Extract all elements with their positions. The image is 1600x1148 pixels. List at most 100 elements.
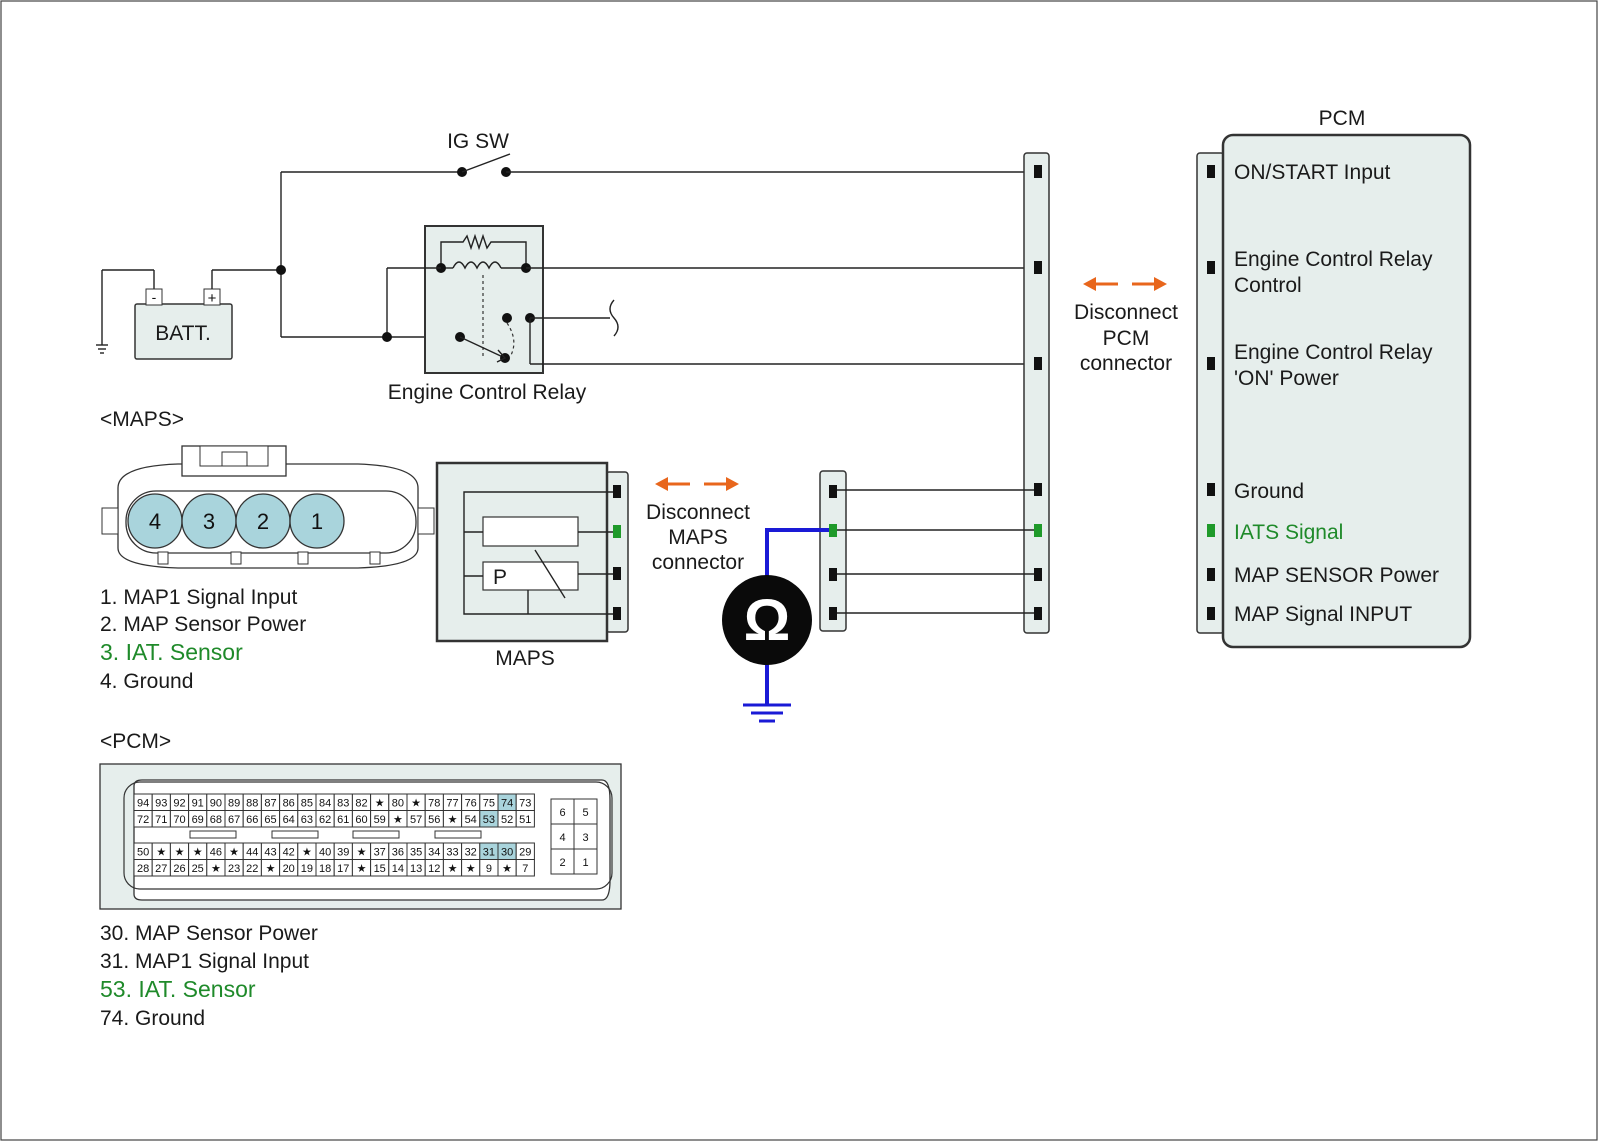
pcm-pin-number: 35 xyxy=(410,847,422,859)
pcm-pin-number: 76 xyxy=(465,798,477,810)
pcm-pin-number: ★ xyxy=(266,863,276,875)
pcm-pin-number: 23 xyxy=(228,863,240,875)
pcm-terminal-label: IATS Signal xyxy=(1234,521,1343,544)
pcm-pin-number: 63 xyxy=(301,814,313,826)
maps-legend-item: 3. IAT. Sensor xyxy=(100,639,243,665)
pcm-pin-number: 73 xyxy=(519,798,531,810)
pcm-pin-cell xyxy=(515,859,535,877)
pcm-pin-number: 82 xyxy=(355,798,367,810)
pcm-pin-number: 33 xyxy=(446,847,458,859)
pcm-pin-number: 18 xyxy=(319,863,331,875)
maps-heading: <MAPS> xyxy=(100,408,184,431)
pcm-pin-number: 9 xyxy=(486,863,492,875)
pcm-pin-number: ★ xyxy=(393,814,403,826)
pcm-pin-number: 56 xyxy=(428,814,440,826)
maps-p-label: P xyxy=(493,566,507,589)
pcm-pin-number: 77 xyxy=(446,798,458,810)
disconnect-pcm-line2: PCM xyxy=(1103,327,1150,350)
battery-label: BATT. xyxy=(155,322,211,345)
pcm-pin-number: 26 xyxy=(173,863,185,875)
pcm-pin-number: 80 xyxy=(392,798,404,810)
pcm-pin-number: 92 xyxy=(173,798,185,810)
pcm-pin-number: ★ xyxy=(466,863,476,875)
pcm-pin-number: 12 xyxy=(428,863,440,875)
pcm-pin-number: 36 xyxy=(392,847,404,859)
junction-dot xyxy=(382,332,392,342)
pcm-pin-number: 94 xyxy=(137,798,149,810)
pcm-pin-number: 37 xyxy=(374,847,386,859)
pcm-pin-number: 7 xyxy=(522,863,528,875)
pcm-pin-number: 40 xyxy=(319,847,331,859)
pcm-pin-number: 25 xyxy=(192,863,204,875)
pcm-pin-number: 91 xyxy=(192,798,204,810)
maps-box-label: MAPS xyxy=(495,647,555,670)
pcm-pin-number: 17 xyxy=(337,863,349,875)
maps-pin-1 xyxy=(289,493,345,549)
pcm-pin-number: ★ xyxy=(175,847,185,859)
maps-harness-connector xyxy=(819,470,847,632)
pcm-pin-number: ★ xyxy=(375,798,385,810)
pcm-pin-number: 93 xyxy=(155,798,167,810)
pcm-pin-number: 14 xyxy=(392,863,404,875)
pcm-pin-number: ★ xyxy=(448,863,458,875)
maps-pin-number: 3 xyxy=(203,509,215,534)
pcm-pin-number: 13 xyxy=(410,863,422,875)
pcm-pin-number: 71 xyxy=(155,814,167,826)
pcm-module xyxy=(1221,133,1472,649)
pcm-key-slot xyxy=(352,830,400,839)
pcm-pin-number: 52 xyxy=(501,814,513,826)
ohm-symbol: Ω xyxy=(744,588,791,653)
pcm-pin-number: 54 xyxy=(465,814,477,826)
maps-legend-item: 1. MAP1 Signal Input xyxy=(100,586,297,609)
battery-minus-label: - xyxy=(152,289,157,305)
meter-lead-positive xyxy=(765,528,829,580)
pcm-pin-number: 72 xyxy=(137,814,149,826)
pcm-terminal-label: ON/START Input xyxy=(1234,161,1391,184)
disconnect-maps-line2: MAPS xyxy=(668,526,728,549)
pcm-connector xyxy=(1196,152,1225,634)
pcm-pin-number: 34 xyxy=(428,847,440,859)
maps-legend-item: 2. MAP Sensor Power xyxy=(100,613,306,636)
relay-label: Engine Control Relay xyxy=(388,381,587,404)
pcm-pin-number: 85 xyxy=(301,798,313,810)
pcm-pin-number: 51 xyxy=(519,814,531,826)
junction-dot xyxy=(276,265,286,275)
pcm-legend-item: 74. Ground xyxy=(100,1007,205,1030)
maps-pin-number: 1 xyxy=(311,509,323,534)
pcm-pin-number: 61 xyxy=(337,814,349,826)
pcm-side-pin-number: 5 xyxy=(582,807,588,819)
pcm-pin-number: 89 xyxy=(228,798,240,810)
pcm-pin-number: 27 xyxy=(155,863,167,875)
pcm-pin-number: 19 xyxy=(301,863,313,875)
pcm-pin-number: ★ xyxy=(357,847,367,859)
pcm-side-pin-number: 4 xyxy=(559,832,565,844)
pcm-pin-number: 84 xyxy=(319,798,331,810)
pcm-pin-number: 86 xyxy=(283,798,295,810)
pcm-pin-number: ★ xyxy=(502,863,512,875)
pcm-pin-number: ★ xyxy=(411,798,421,810)
pcm-pin-number: 70 xyxy=(173,814,185,826)
pcm-pin-number: 68 xyxy=(210,814,222,826)
battery: - + BATT. xyxy=(134,288,233,360)
pcm-terminal-label: 'ON' Power xyxy=(1234,367,1339,390)
pcm-pin-number: 65 xyxy=(264,814,276,826)
pcm-heading: <PCM> xyxy=(100,730,171,753)
pcm-terminal-label: Engine Control Relay xyxy=(1234,248,1433,271)
ig-sw-label: IG SW xyxy=(447,130,509,153)
pcm-pin-number: 88 xyxy=(246,798,258,810)
pcm-terminal-label: MAP SENSOR Power xyxy=(1234,564,1439,587)
engine-control-relay xyxy=(424,225,544,374)
pcm-pin-number: ★ xyxy=(156,847,166,859)
pcm-pin-number: 30 xyxy=(501,847,513,859)
disconnect-pcm-line1: Disconnect xyxy=(1074,301,1178,324)
pcm-pin-number: 28 xyxy=(137,863,149,875)
pcm-pin-number: 66 xyxy=(246,814,258,826)
pcm-pin-number: 15 xyxy=(374,863,386,875)
pcm-pin-number: 39 xyxy=(337,847,349,859)
disconnect-maps-arrows-icon xyxy=(655,477,739,491)
pcm-pin-cell xyxy=(515,810,535,828)
